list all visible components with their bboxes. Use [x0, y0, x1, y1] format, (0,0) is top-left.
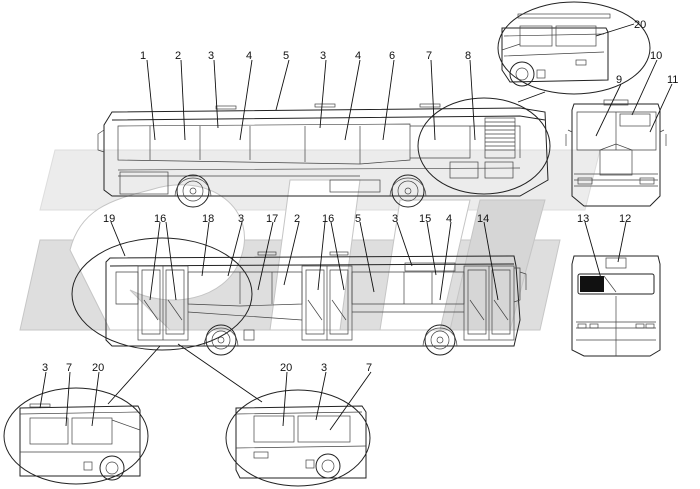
- callout-2: 2: [294, 213, 300, 225]
- callout-14: 14: [477, 213, 489, 225]
- callout-2: 2: [175, 50, 181, 62]
- callout-3: 3: [238, 213, 244, 225]
- callout-4: 4: [246, 50, 252, 62]
- callout-3: 3: [392, 213, 398, 225]
- callout-3: 3: [42, 362, 48, 374]
- bus-side-view-top: [97, 103, 549, 208]
- bus-rear-view: [571, 255, 661, 357]
- callout-12: 12: [619, 213, 631, 225]
- callout-5: 5: [355, 213, 361, 225]
- callout-10: 10: [650, 50, 662, 62]
- callout-4: 4: [446, 213, 452, 225]
- callout-7: 7: [66, 362, 72, 374]
- callout-11: 11: [667, 74, 678, 86]
- callout-7: 7: [426, 50, 432, 62]
- callout-8: 8: [465, 50, 471, 62]
- callout-5: 5: [283, 50, 289, 62]
- detail-view-bottom-center: [225, 389, 371, 487]
- callout-numbers: 1 2 3 4 5 3 4 6 7 8 20 9 10 11 19 16 18 …: [42, 19, 678, 374]
- callout-3: 3: [320, 50, 326, 62]
- detail-ellipse-top: [417, 97, 551, 195]
- callout-15: 15: [419, 213, 431, 225]
- callout-13: 13: [577, 213, 589, 225]
- callout-7: 7: [366, 362, 372, 374]
- callout-20: 20: [92, 362, 104, 374]
- callout-16: 16: [154, 213, 166, 225]
- callout-20: 20: [634, 19, 646, 31]
- callout-16: 16: [322, 213, 334, 225]
- callout-17: 17: [266, 213, 278, 225]
- callout-leaders: [39, 23, 673, 431]
- bus-front-view: [565, 99, 667, 207]
- callout-6: 6: [389, 50, 395, 62]
- callout-20: 20: [280, 362, 292, 374]
- bus-side-view-bottom: [105, 251, 527, 356]
- callout-9: 9: [616, 74, 622, 86]
- callout-3: 3: [321, 362, 327, 374]
- callout-19: 19: [103, 213, 115, 225]
- detail-ellipse-bottom: [71, 237, 253, 351]
- callout-3: 3: [208, 50, 214, 62]
- callout-1: 1: [140, 50, 146, 62]
- callout-18: 18: [202, 213, 214, 225]
- detail-view-top-right: [497, 1, 651, 95]
- detail-view-bottom-left: [3, 387, 149, 485]
- callout-4: 4: [355, 50, 361, 62]
